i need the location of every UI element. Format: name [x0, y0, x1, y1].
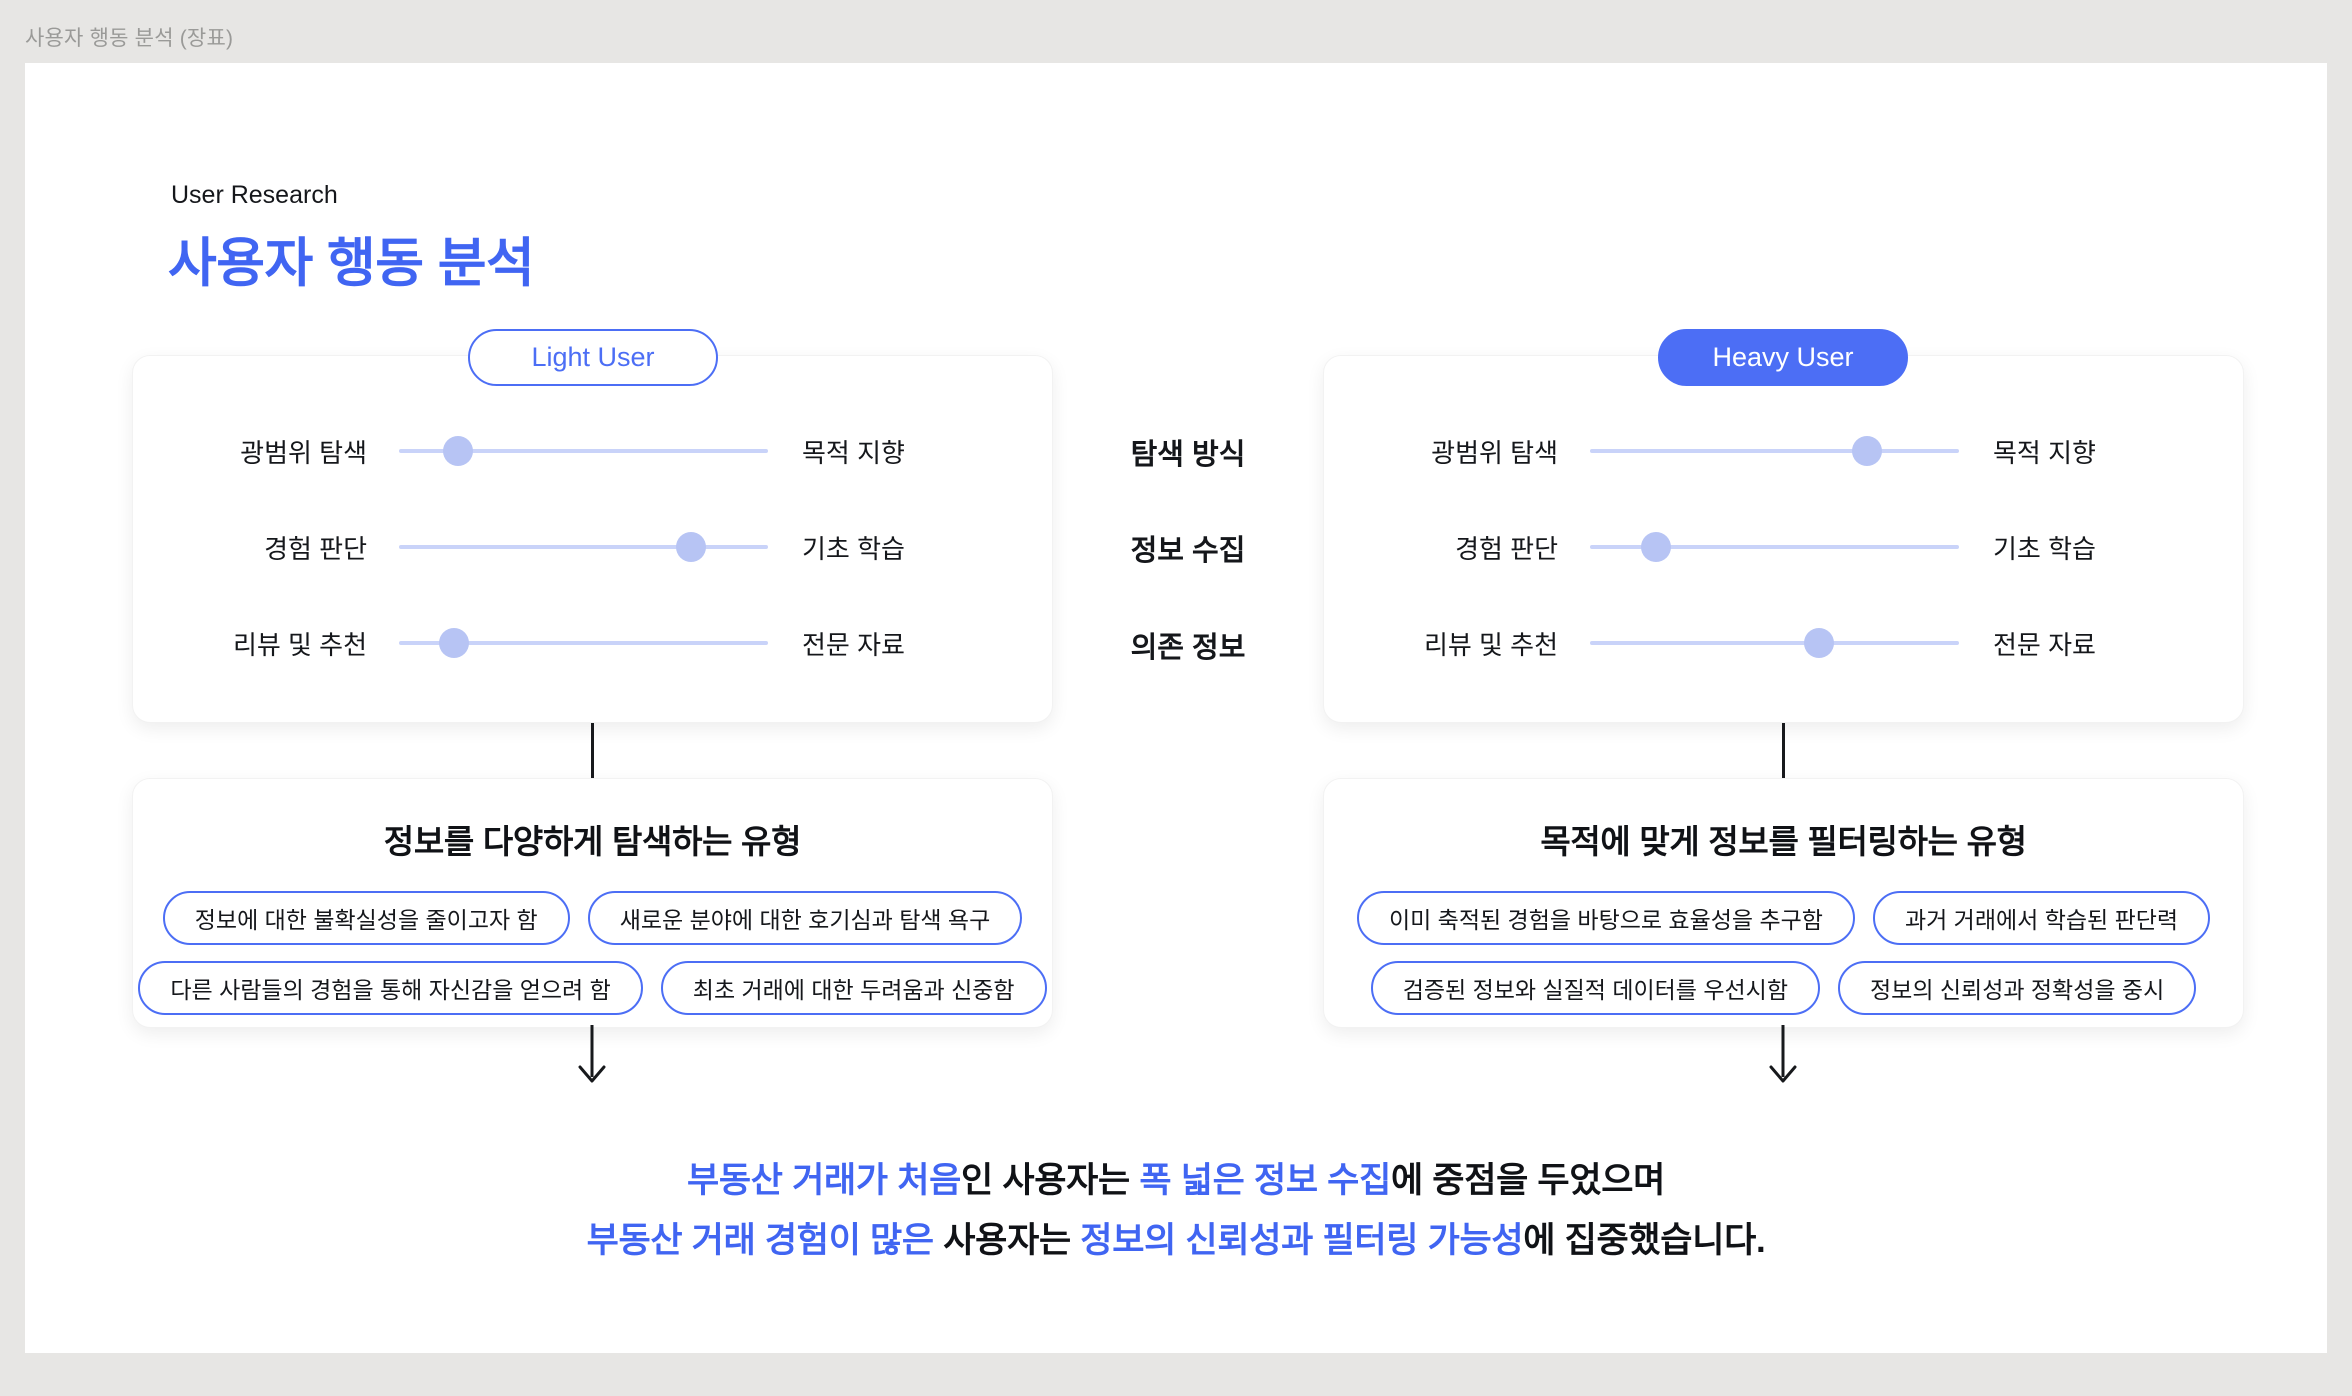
- slider-left-label: 경험 판단: [1455, 533, 1558, 564]
- insight-tag: 과거 거래에서 학습된 판단력: [1872, 891, 2211, 945]
- page-title: 사용자 행동 분석: [168, 234, 535, 293]
- slider-track[interactable]: [1590, 532, 1959, 562]
- conclusion-line-1: 부동산 거래가 처음인 사용자는 폭 넓은 정보 수집에 중점을 두었으며: [686, 1161, 1666, 1200]
- slider-knob[interactable]: [675, 532, 706, 562]
- heavy-user-slider-card: 광범위 탐색 목적 지향 경험 판단 기초 학습 리뷰 및 추천 전문 자료: [1323, 355, 2244, 723]
- slider-right-label: 기초 학습: [802, 533, 905, 564]
- insight-tag: 다른 사람들의 경험을 통해 자신감을 얻으려 함: [138, 961, 643, 1015]
- slider-right-label: 목적 지향: [1993, 437, 2096, 468]
- axis-label-reliance: 의존 정보: [1130, 632, 1246, 664]
- slider-left-label: 리뷰 및 추천: [1423, 629, 1558, 660]
- slider-knob[interactable]: [1641, 532, 1672, 562]
- axis-label-info-gathering: 정보 수집: [1130, 535, 1246, 567]
- insight-tag: 정보에 대한 불확실성을 줄이고자 함: [162, 891, 570, 945]
- slider-left-label: 리뷰 및 추천: [232, 629, 367, 660]
- slider-right-label: 전문 자료: [1993, 629, 2096, 660]
- slider-row: 경험 판단 기초 학습: [1388, 524, 2123, 570]
- slider-row: 광범위 탐색 목적 지향: [1388, 428, 2123, 474]
- slider-right-label: 목적 지향: [802, 437, 905, 468]
- tag-list: 이미 축적된 경험을 바탕으로 효율성을 추구함 과거 거래에서 학습된 판단력…: [1324, 891, 2243, 1015]
- slider-right-label: 기초 학습: [1993, 533, 2096, 564]
- slider-track[interactable]: [1590, 436, 1959, 466]
- slider-left-label: 경험 판단: [264, 533, 367, 564]
- summary-title: 목적에 맞게 정보를 필터링하는 유형: [1540, 823, 2027, 860]
- slider-knob[interactable]: [439, 628, 470, 658]
- heavy-user-badge[interactable]: Heavy User: [1658, 329, 1908, 386]
- insight-tag: 최초 거래에 대한 두려움과 신중함: [660, 961, 1047, 1015]
- slider-row: 광범위 탐색 목적 지향: [197, 428, 932, 474]
- heavy-user-summary-card: 목적에 맞게 정보를 필터링하는 유형 이미 축적된 경험을 바탕으로 효율성을…: [1323, 778, 2244, 1028]
- slider-track[interactable]: [399, 532, 768, 562]
- insight-tag: 이미 축적된 경험을 바탕으로 효율성을 추구함: [1356, 891, 1855, 945]
- tag-row: 검증된 정보와 실질적 데이터를 우선시함 정보의 신뢰성과 정확성을 중시: [1324, 961, 2243, 1015]
- insight-tag: 새로운 분야에 대한 호기심과 탐색 욕구: [587, 891, 1023, 945]
- conclusion-line-2: 부동산 거래 경험이 많은 사용자는 정보의 신뢰성과 필터링 가능성에 집중했…: [586, 1221, 1766, 1260]
- slider-left-label: 광범위 탐색: [240, 437, 367, 468]
- tag-row: 다른 사람들의 경험을 통해 자신감을 얻으려 함 최초 거래에 대한 두려움과…: [133, 961, 1052, 1015]
- insight-tag: 정보의 신뢰성과 정확성을 중시: [1838, 961, 2197, 1015]
- tag-list: 정보에 대한 불확실성을 줄이고자 함 새로운 분야에 대한 호기심과 탐색 욕…: [133, 891, 1052, 1015]
- light-user-slider-card: 광범위 탐색 목적 지향 경험 판단 기초 학습 리뷰 및 추천 전문 자료: [132, 355, 1053, 723]
- slider-track[interactable]: [1590, 628, 1959, 658]
- light-user-summary-card: 정보를 다양하게 탐색하는 유형 정보에 대한 불확실성을 줄이고자 함 새로운…: [132, 778, 1053, 1028]
- slider-knob[interactable]: [1851, 436, 1882, 466]
- tag-row: 이미 축적된 경험을 바탕으로 효율성을 추구함 과거 거래에서 학습된 판단력: [1324, 891, 2243, 945]
- window-title: 사용자 행동 분석 (장표): [25, 27, 234, 50]
- slider-knob[interactable]: [443, 436, 474, 466]
- arrow-down-icon: [578, 1025, 606, 1083]
- slider-knob[interactable]: [1803, 628, 1834, 658]
- slider-left-label: 광범위 탐색: [1431, 437, 1558, 468]
- light-user-badge[interactable]: Light User: [468, 329, 718, 386]
- slider-right-label: 전문 자료: [802, 629, 905, 660]
- slide-canvas: User Research 사용자 행동 분석 Light User Heavy…: [25, 63, 2327, 1353]
- arrow-down-icon: [1769, 1025, 1797, 1083]
- slider-row: 리뷰 및 추천 전문 자료: [197, 620, 932, 666]
- slider-row: 리뷰 및 추천 전문 자료: [1388, 620, 2123, 666]
- slider-track[interactable]: [399, 436, 768, 466]
- connector-line: [1782, 723, 1785, 778]
- insight-tag: 검증된 정보와 실질적 데이터를 우선시함: [1370, 961, 1820, 1015]
- axis-label-exploration: 탐색 방식: [1130, 439, 1246, 471]
- connector-line: [591, 723, 594, 778]
- slider-track[interactable]: [399, 628, 768, 658]
- tag-row: 정보에 대한 불확실성을 줄이고자 함 새로운 분야에 대한 호기심과 탐색 욕…: [133, 891, 1052, 945]
- conclusion-text: 부동산 거래가 처음인 사용자는 폭 넓은 정보 수집에 중점을 두었으며 부동…: [25, 1151, 2327, 1271]
- slider-row: 경험 판단 기초 학습: [197, 524, 932, 570]
- eyebrow-label: User Research: [171, 181, 338, 209]
- summary-title: 정보를 다양하게 탐색하는 유형: [383, 823, 802, 860]
